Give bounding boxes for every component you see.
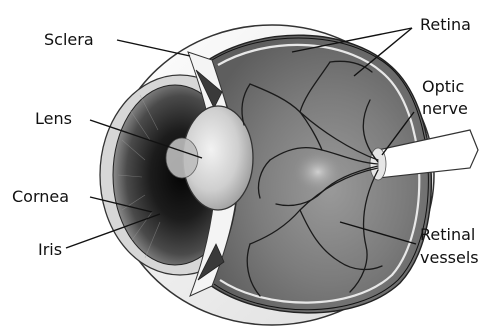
label-sclera: Sclera xyxy=(44,30,94,49)
label-iris: Iris xyxy=(38,240,62,259)
label-retinal-vessels-line2: vessels xyxy=(420,248,479,267)
macula xyxy=(292,150,344,194)
label-cornea: Cornea xyxy=(12,187,69,206)
label-optic-nerve-line2: nerve xyxy=(422,99,468,118)
label-optic-nerve-line1: Optic xyxy=(422,77,464,96)
label-retinal-vessels-line1: Retinal xyxy=(420,225,475,244)
sclera-leader xyxy=(117,40,190,56)
pupil-shadow xyxy=(166,138,198,178)
label-retina: Retina xyxy=(420,15,471,34)
label-lens: Lens xyxy=(35,109,72,128)
